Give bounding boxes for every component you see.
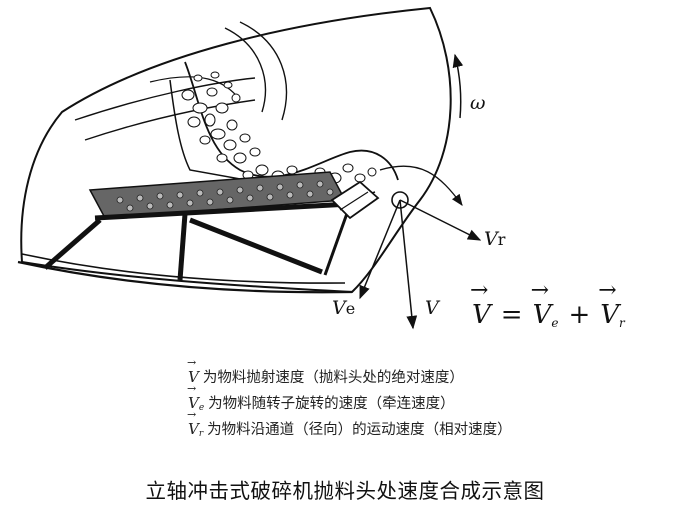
omega-label: ω — [470, 92, 486, 114]
inner-arc-3 — [224, 27, 266, 113]
trajectory-curve — [379, 165, 463, 206]
inner-arc-2 — [84, 99, 256, 141]
vr-arrow — [399, 199, 482, 241]
rim-band-outer — [17, 260, 353, 294]
rim-band-inner — [21, 253, 346, 284]
rotor-outline — [20, 6, 452, 294]
inner-arc-4 — [239, 21, 288, 121]
support-frame — [43, 201, 352, 281]
formula-vr: Vr — [598, 278, 624, 330]
material-particles — [181, 71, 377, 186]
velocity-formula: V=Ve+Vr — [470, 278, 625, 330]
v-arrow — [399, 199, 418, 330]
head-shade — [339, 191, 369, 211]
vr-label: Vr — [484, 228, 506, 250]
formula-ve: Ve — [531, 278, 559, 330]
release-point-circle — [391, 191, 409, 209]
figure-caption: 立轴冲击式破碎机抛料头处速度合成示意图 — [145, 479, 545, 503]
ve-label: Ve — [332, 297, 356, 319]
formula-v: V — [470, 278, 491, 330]
inner-arc-1 — [74, 77, 256, 121]
bed-texture — [116, 180, 334, 212]
omega-arrow — [452, 53, 464, 119]
channel-top — [184, 61, 399, 181]
ve-arrow — [359, 199, 401, 300]
v-label: V — [425, 297, 439, 319]
